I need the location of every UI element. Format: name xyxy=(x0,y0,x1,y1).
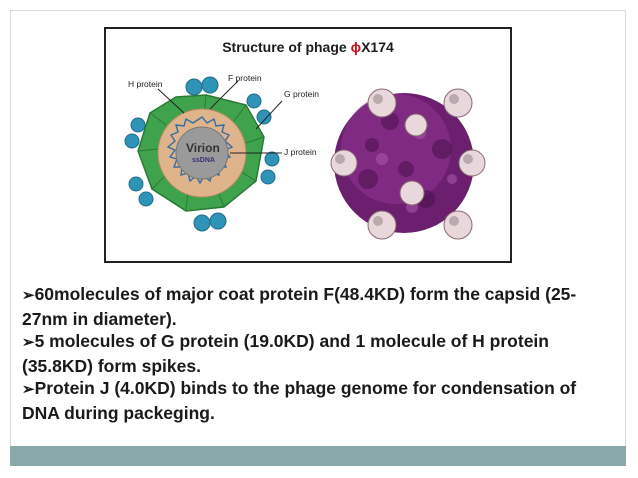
bullet-arrow-icon: ➢ xyxy=(22,381,35,398)
bullet-item: ➢5 molecules of G protein (19.0KD) and 1… xyxy=(22,330,607,377)
label-h-protein: H protein xyxy=(128,79,163,89)
label-g-protein: G protein xyxy=(284,89,319,99)
label-ssdna: ssDNA xyxy=(192,157,215,164)
bullet-item: ➢60molecules of major coat protein F(48.… xyxy=(22,283,607,330)
label-f-protein: F protein xyxy=(228,73,262,83)
bullet-text: Protein J (4.0KD) binds to the phage gen… xyxy=(22,378,577,423)
title-suffix: X174 xyxy=(361,39,394,55)
bullet-list: ➢60molecules of major coat protein F(48.… xyxy=(22,283,607,424)
bullet-text: 5 molecules of G protein (19.0KD) and 1 … xyxy=(22,331,549,376)
bullet-arrow-icon: ➢ xyxy=(22,287,35,304)
phage-diagram xyxy=(124,76,486,240)
bullet-text: 60molecules of major coat protein F(48.4… xyxy=(22,284,577,329)
figure-box: Structure of phage ϕX174 xyxy=(104,27,512,263)
label-virion: Virion xyxy=(186,141,220,155)
title-prefix: Structure of phage xyxy=(222,39,351,55)
bullet-item: ➢Protein J (4.0KD) binds to the phage ge… xyxy=(22,377,607,424)
virus-rendering xyxy=(330,88,486,240)
schematic-capsid xyxy=(124,76,283,232)
bullet-arrow-icon: ➢ xyxy=(22,334,35,351)
figure-title: Structure of phage ϕX174 xyxy=(106,39,510,55)
footer-band xyxy=(10,446,626,466)
title-phi-symbol: ϕ xyxy=(350,39,362,55)
label-j-protein: J protein xyxy=(284,147,317,157)
